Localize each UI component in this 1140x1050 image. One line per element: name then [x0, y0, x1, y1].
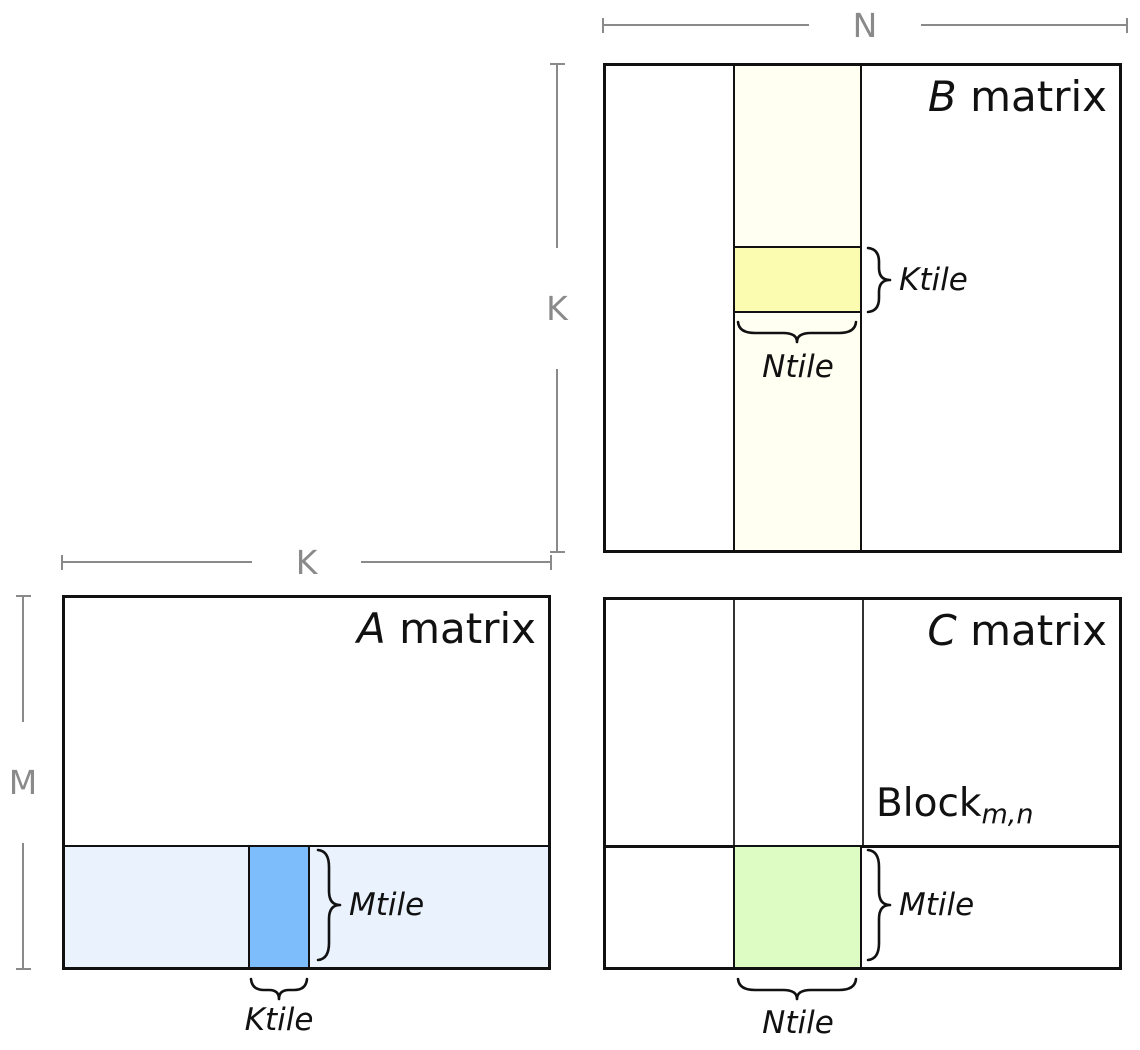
c-block-rect — [733, 847, 862, 967]
c-mtile-brace — [866, 848, 892, 962]
block-mn-label: Blockm,n — [876, 781, 1034, 830]
dimension-label-k-vertical: K — [546, 288, 568, 328]
dimension-segment — [921, 24, 1126, 26]
dimension-tick — [549, 63, 565, 65]
b-ktile-brace — [866, 246, 892, 314]
a-matrix-box: A matrix — [62, 595, 551, 970]
a-matrix-word: matrix — [385, 604, 536, 653]
c-ntile-label: Ntile — [762, 1005, 834, 1041]
c-column-divider-left — [733, 600, 735, 847]
dimension-line-n: N — [602, 5, 1128, 45]
a-ktile-rect — [248, 845, 310, 967]
a-matrix-label: A matrix — [357, 604, 536, 653]
c-matrix-label: C matrix — [927, 606, 1107, 655]
dimension-segment — [604, 24, 809, 26]
dimension-tick — [549, 551, 565, 553]
a-ktile-brace — [249, 977, 309, 1001]
b-matrix-label: B matrix — [927, 72, 1107, 121]
a-mtile-brace — [316, 848, 342, 962]
dimension-line-m: M — [8, 595, 38, 970]
c-matrix-box: C matrix Blockm,n — [603, 597, 1122, 970]
dimension-tick — [61, 554, 63, 570]
b-matrix-box: B matrix — [603, 63, 1122, 553]
dimension-tick — [15, 595, 31, 597]
dimension-tick — [1126, 17, 1128, 33]
dimension-segment — [22, 597, 24, 722]
c-ntile-brace — [736, 977, 858, 1001]
c-row-divider — [606, 845, 1119, 848]
dimension-line-k-vertical: K — [542, 63, 572, 553]
dimension-segment — [361, 561, 551, 563]
b-ntile-label: Ntile — [762, 349, 834, 385]
c-mtile-label: Mtile — [899, 887, 975, 923]
c-column-divider-right — [862, 600, 864, 847]
block-mn-subscript: m,n — [981, 799, 1034, 830]
b-ktile-rect — [733, 246, 862, 313]
c-matrix-letter: C — [927, 606, 957, 655]
dimension-segment — [556, 368, 558, 551]
b-ktile-label: Ktile — [899, 262, 968, 298]
dimension-segment — [22, 843, 24, 968]
b-matrix-letter: B — [927, 72, 957, 121]
block-mn-base: Block — [876, 781, 982, 826]
dimension-label-k-horizontal: K — [295, 542, 318, 582]
dimension-line-k-horizontal: K — [61, 542, 553, 582]
dimension-segment — [556, 65, 558, 248]
c-matrix-word: matrix — [956, 606, 1107, 655]
a-ktile-label: Ktile — [244, 1002, 314, 1038]
dimension-tick — [550, 554, 553, 570]
dimension-tick — [15, 968, 31, 970]
b-ntile-brace — [736, 320, 858, 344]
dimension-label-n: N — [852, 5, 878, 45]
a-matrix-letter: A — [357, 604, 386, 653]
dimension-tick — [602, 17, 604, 33]
a-mtile-label: Mtile — [349, 887, 425, 923]
dimension-label-m: M — [8, 763, 38, 802]
dimension-segment — [63, 561, 252, 563]
b-matrix-word: matrix — [956, 72, 1107, 121]
